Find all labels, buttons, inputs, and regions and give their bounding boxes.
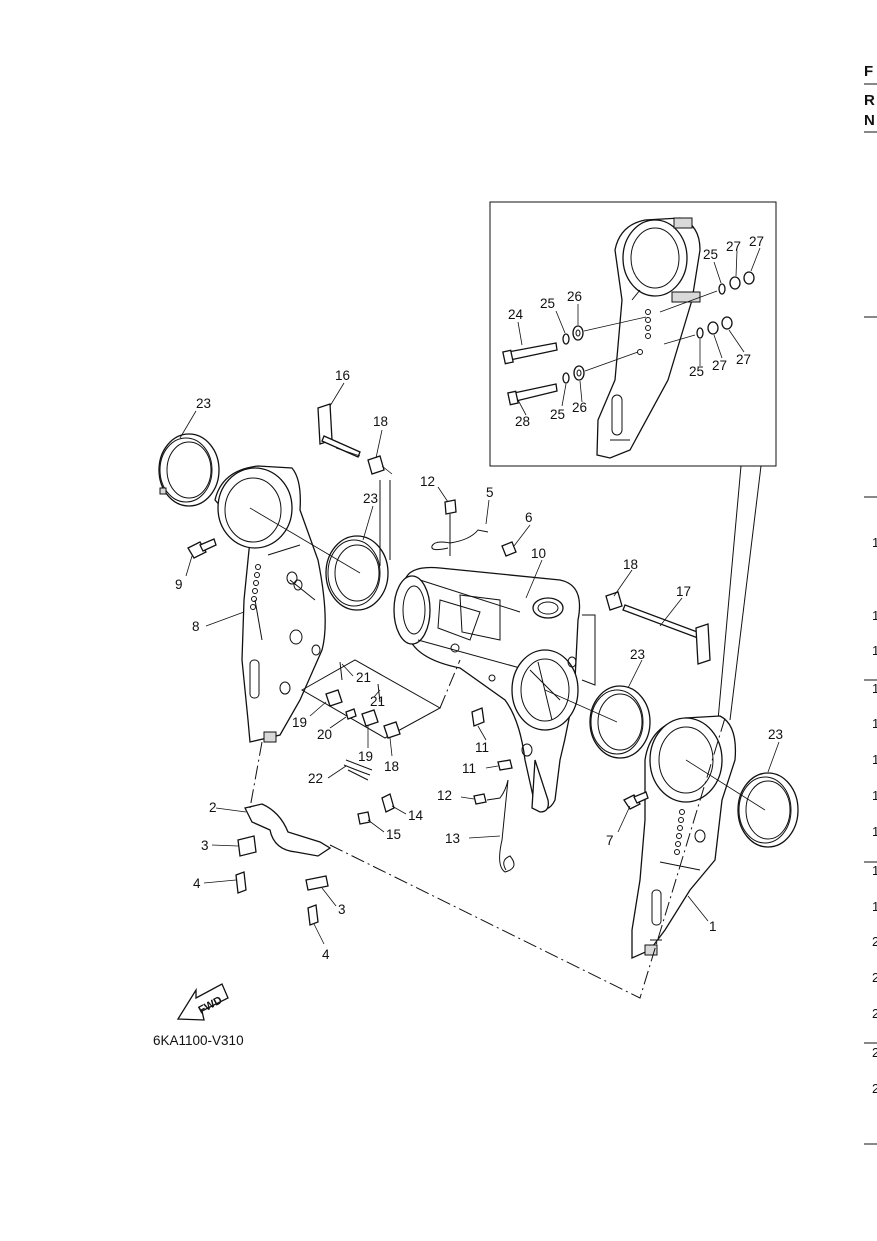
callout-6: 6 bbox=[525, 510, 533, 525]
callout-23: 23 bbox=[196, 396, 211, 411]
right-edge-table: F R N 1 1 1 1 1 1 1 1 1 1 2 2 2 2 2 bbox=[864, 63, 877, 1145]
edge-row-mark: 1 bbox=[872, 824, 877, 839]
callout-28: 28 bbox=[515, 414, 530, 429]
edge-row-mark: 2 bbox=[872, 970, 877, 985]
callout-2: 2 bbox=[209, 800, 217, 815]
callout-26: 26 bbox=[567, 289, 582, 304]
edge-row-mark: 2 bbox=[872, 1006, 877, 1021]
diagram-code: 6KA1100-V310 bbox=[153, 1033, 244, 1048]
callout-9: 9 bbox=[175, 577, 183, 592]
callout-labels: 1 2 3 3 4 4 5 6 7 8 9 10 11 11 12 12 13 … bbox=[175, 234, 783, 962]
edge-row-mark: 1 bbox=[872, 716, 877, 731]
edge-row-mark: 1 bbox=[872, 788, 877, 803]
bolt-12a bbox=[444, 499, 457, 515]
hose-13 bbox=[486, 779, 515, 873]
bushing-18b bbox=[605, 591, 623, 611]
callout-18: 18 bbox=[384, 759, 399, 774]
edge-row-mark: 2 bbox=[872, 1081, 877, 1096]
left-bracket bbox=[187, 465, 326, 743]
right-bracket bbox=[623, 715, 737, 960]
edge-row-mark: 1 bbox=[872, 535, 877, 550]
bolt-12b bbox=[473, 793, 487, 805]
callout-21: 21 bbox=[370, 694, 385, 709]
callout-23: 23 bbox=[630, 647, 645, 662]
stay-bracket-2 bbox=[235, 803, 332, 926]
callout-25: 25 bbox=[550, 407, 565, 422]
callout-27: 27 bbox=[736, 352, 751, 367]
callout-25: 25 bbox=[703, 247, 718, 262]
callout-18: 18 bbox=[373, 414, 388, 429]
callout-12: 12 bbox=[420, 474, 435, 489]
callout-10: 10 bbox=[531, 546, 546, 561]
fitting-11b bbox=[497, 759, 513, 771]
callout-12: 12 bbox=[437, 788, 452, 803]
callout-7: 7 bbox=[606, 833, 614, 848]
edge-row-mark: 1 bbox=[872, 681, 877, 696]
edge-row-mark: 1 bbox=[872, 899, 877, 914]
seal-ring-right-housing bbox=[589, 685, 651, 759]
bushing-18a bbox=[367, 455, 385, 475]
callout-27: 27 bbox=[726, 239, 741, 254]
rod-17 bbox=[622, 604, 711, 665]
fwd-arrow-icon: FWD bbox=[176, 983, 229, 1021]
edge-row-mark: 1 bbox=[872, 752, 877, 767]
edge-header-1: F bbox=[864, 63, 873, 80]
callout-19: 19 bbox=[358, 749, 373, 764]
callout-20: 20 bbox=[317, 727, 332, 742]
callout-4: 4 bbox=[322, 947, 330, 962]
callout-25: 25 bbox=[689, 364, 704, 379]
fitting-11a bbox=[471, 707, 485, 727]
callout-4: 4 bbox=[193, 876, 201, 891]
callout-5: 5 bbox=[486, 485, 494, 500]
callout-27: 27 bbox=[712, 358, 727, 373]
callout-23: 23 bbox=[363, 491, 378, 506]
bolt-6 bbox=[501, 541, 517, 557]
callout-26: 26 bbox=[572, 400, 587, 415]
callout-16: 16 bbox=[335, 368, 350, 383]
callout-21: 21 bbox=[356, 670, 371, 685]
callout-22: 22 bbox=[308, 771, 323, 786]
edge-row-mark: 2 bbox=[872, 1045, 877, 1060]
callout-24: 24 bbox=[508, 307, 524, 322]
callout-19: 19 bbox=[292, 715, 307, 730]
callout-14: 14 bbox=[408, 808, 424, 823]
callout-27: 27 bbox=[749, 234, 764, 249]
leader-lines bbox=[179, 382, 780, 945]
seal-ring-mid bbox=[325, 535, 389, 611]
pin-16 bbox=[317, 403, 361, 458]
callout-8: 8 bbox=[192, 619, 200, 634]
edge-header-3: N bbox=[864, 112, 875, 129]
callout-3: 3 bbox=[338, 902, 346, 917]
callout-1: 1 bbox=[709, 919, 717, 934]
edge-row-mark: 1 bbox=[872, 643, 877, 658]
clip-5 bbox=[431, 529, 489, 551]
callout-15: 15 bbox=[386, 827, 401, 842]
callout-3: 3 bbox=[201, 838, 209, 853]
seal-ring-far-right bbox=[737, 772, 799, 848]
edge-row-mark: 2 bbox=[872, 934, 877, 949]
edge-row-mark: 1 bbox=[872, 608, 877, 623]
pivot-housing bbox=[393, 566, 581, 813]
callout-17: 17 bbox=[676, 584, 691, 599]
callout-13: 13 bbox=[445, 831, 460, 846]
callout-23: 23 bbox=[768, 727, 783, 742]
inset-detail bbox=[489, 201, 777, 467]
seal-ring-left bbox=[158, 433, 220, 507]
edge-row-mark: 1 bbox=[872, 863, 877, 878]
edge-header-2: R bbox=[864, 92, 875, 109]
callout-25: 25 bbox=[540, 296, 555, 311]
callout-18: 18 bbox=[623, 557, 638, 572]
callout-11: 11 bbox=[462, 761, 476, 776]
callout-11: 11 bbox=[475, 740, 489, 755]
